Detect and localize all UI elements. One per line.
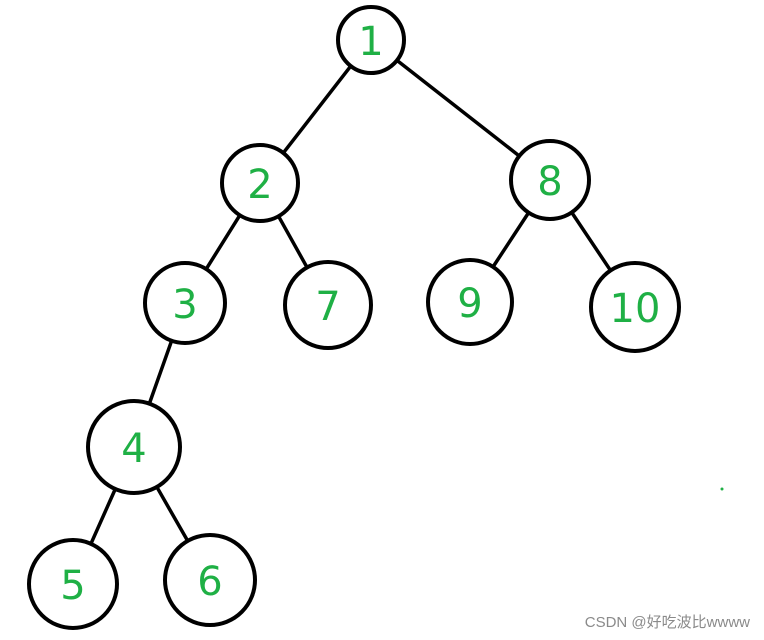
- node-label: 7: [315, 284, 340, 330]
- node-label: 9: [457, 281, 482, 327]
- node-circle: [283, 260, 373, 350]
- node-2: 2: [220, 143, 300, 223]
- node-label: 1: [358, 19, 383, 65]
- node-6: 6: [163, 533, 257, 627]
- edge-3-4: [147, 338, 174, 406]
- node-circle: [220, 143, 300, 223]
- edge-8-10: [569, 210, 613, 273]
- edge-2-3: [204, 213, 242, 271]
- node-circle: [426, 258, 514, 346]
- node-circle: [86, 399, 182, 495]
- node-3: 3: [143, 261, 227, 345]
- node-circle: [163, 533, 257, 627]
- edge-2-7: [276, 214, 309, 270]
- node-circle: [27, 538, 119, 630]
- edge-1-8: [395, 58, 522, 158]
- nodes-layer: 1 2 8 3 7 9 10 4 5 6: [27, 5, 681, 630]
- node-label: 5: [60, 563, 85, 609]
- edge-4-6: [155, 485, 190, 543]
- node-label: 2: [247, 162, 272, 208]
- node-1: 1: [336, 5, 406, 75]
- node-label: 6: [197, 559, 222, 605]
- node-7: 7: [283, 260, 373, 350]
- edge-4-5: [89, 487, 118, 546]
- stray-dot: [720, 487, 724, 491]
- node-8: 8: [509, 139, 591, 221]
- node-circle: [336, 5, 406, 75]
- edges-layer: [89, 58, 613, 546]
- node-10: 10: [589, 261, 681, 353]
- edge-1-2: [281, 64, 353, 155]
- watermark-text: CSDN @好吃波比wwww: [584, 614, 750, 631]
- edge-8-9: [491, 210, 531, 269]
- node-5: 5: [27, 538, 119, 630]
- node-label: 3: [172, 282, 197, 328]
- node-label: 10: [610, 286, 661, 332]
- node-4: 4: [86, 399, 182, 495]
- node-circle: [143, 261, 227, 345]
- node-label: 8: [537, 159, 562, 205]
- node-circle: [589, 261, 681, 353]
- node-label: 4: [121, 426, 146, 472]
- node-circle: [509, 139, 591, 221]
- node-9: 9: [426, 258, 514, 346]
